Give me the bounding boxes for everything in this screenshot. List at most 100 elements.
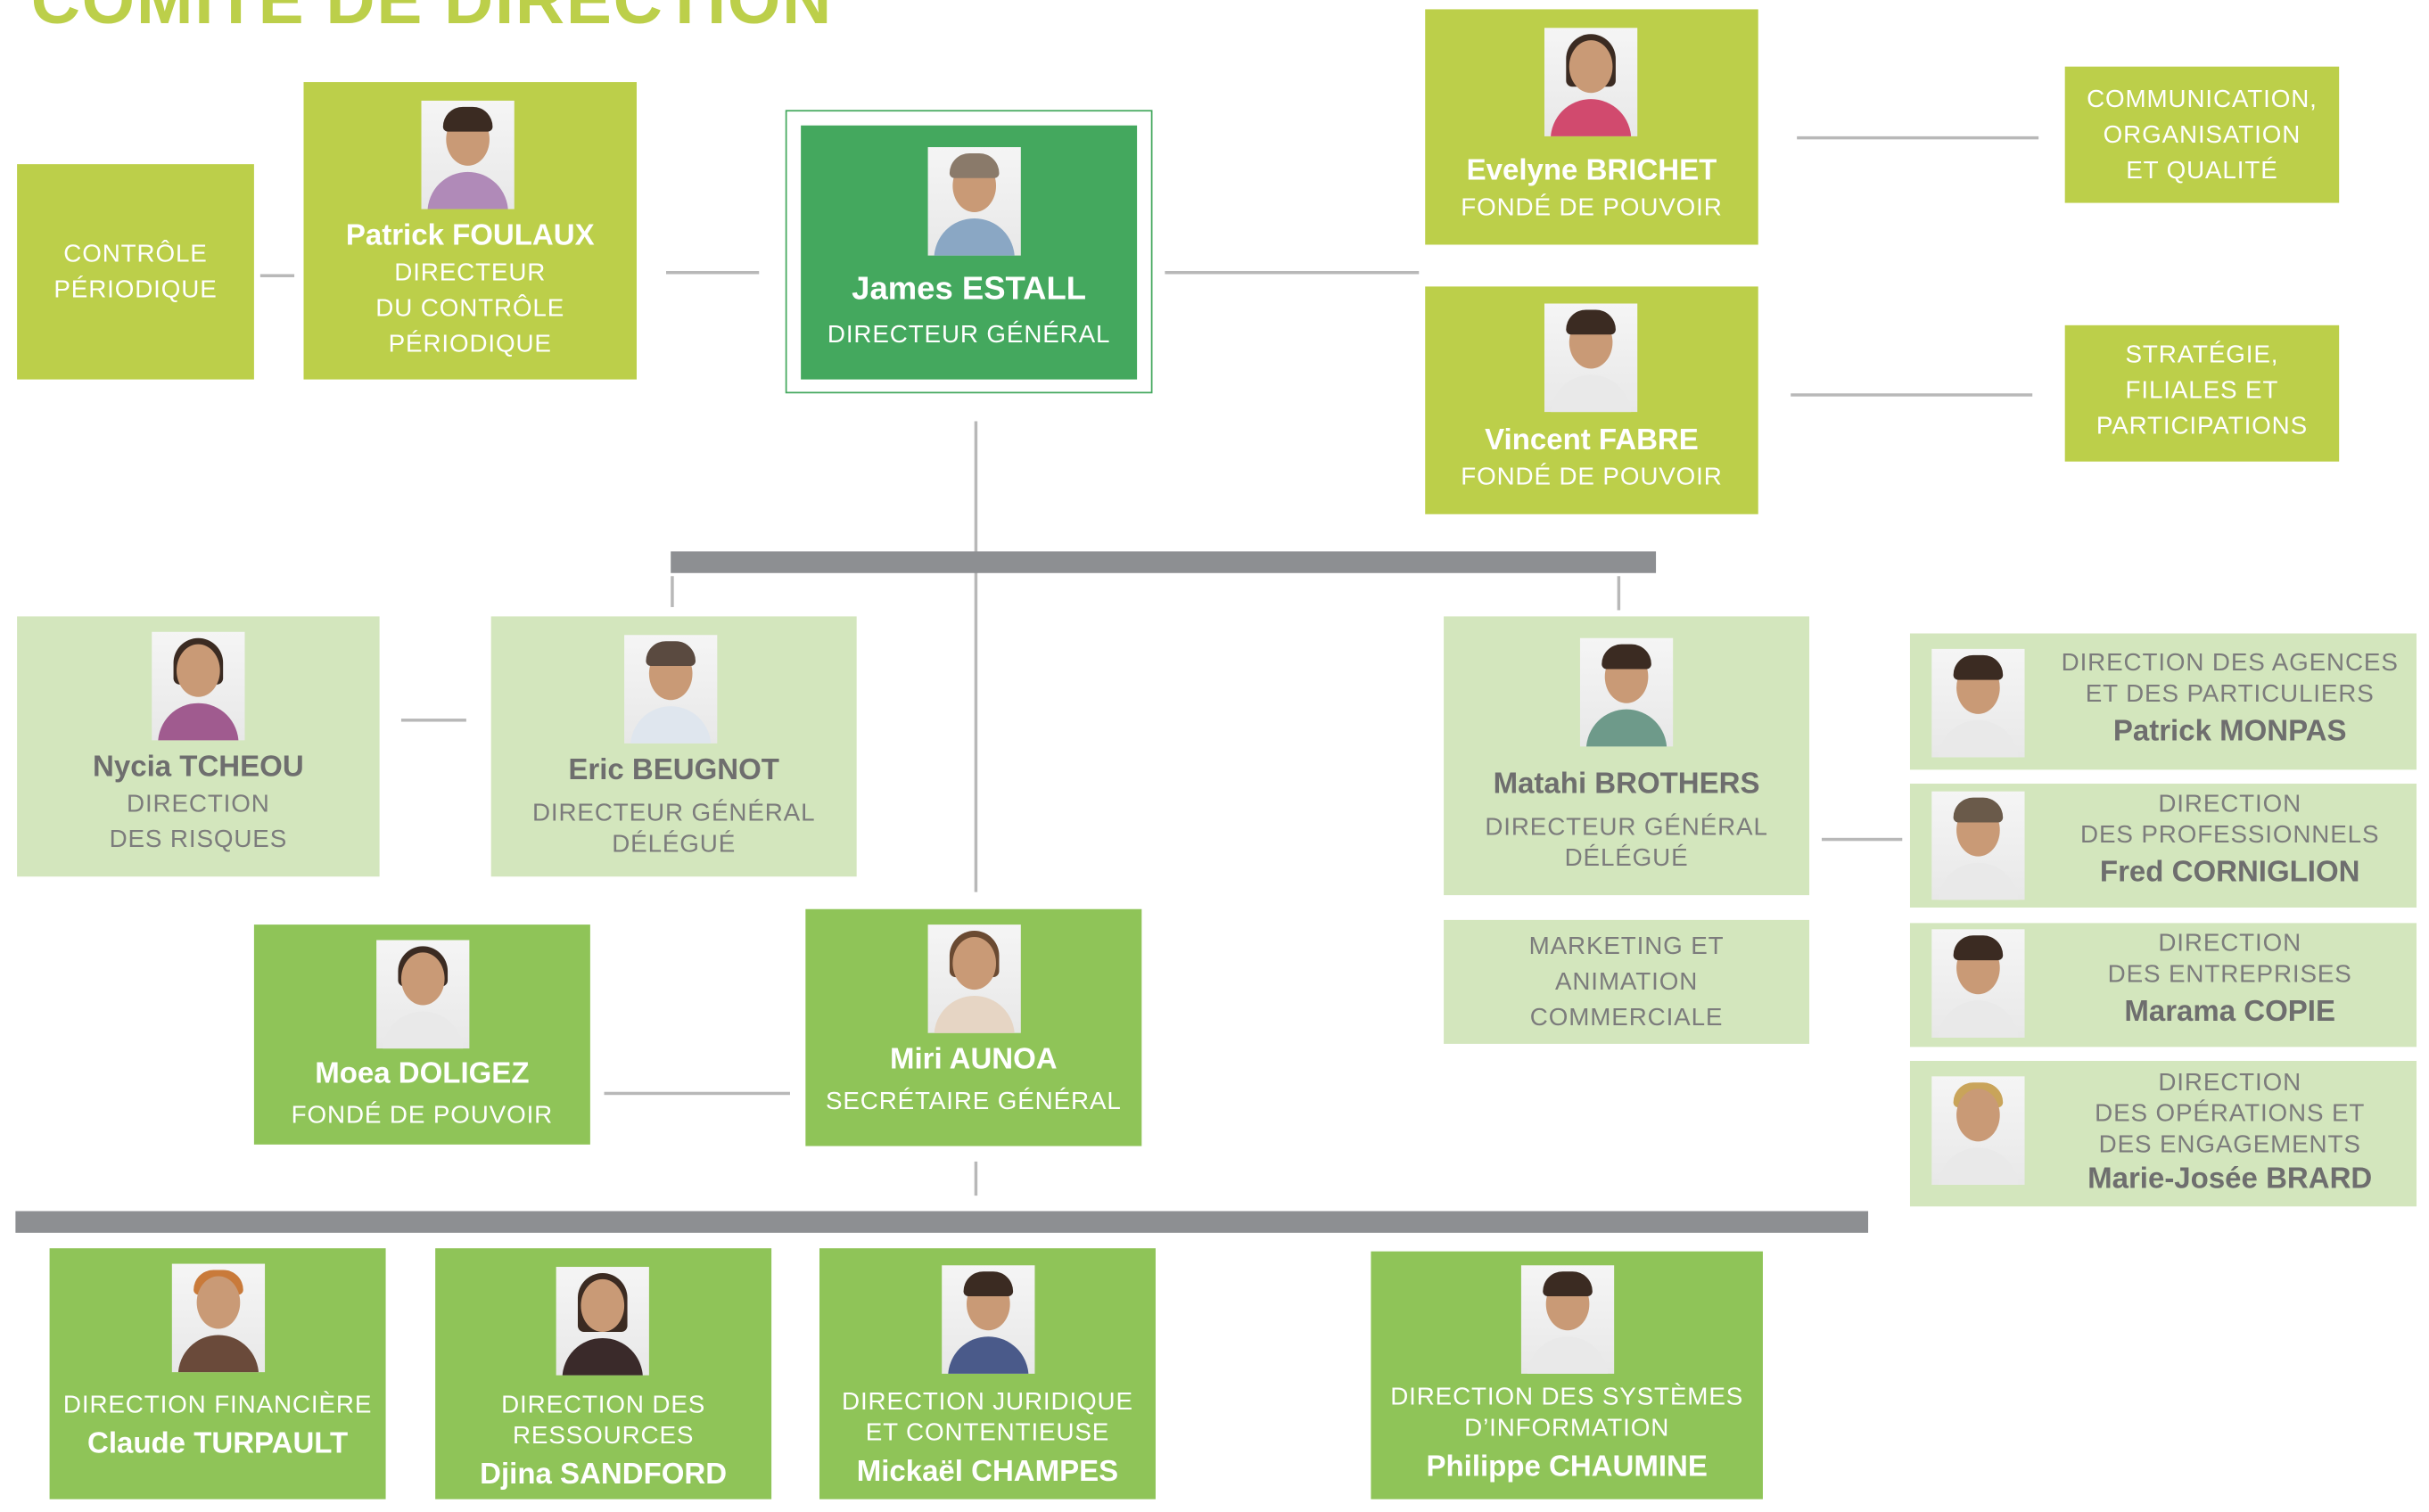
person-role: DÉLÉGUÉ	[1564, 845, 1689, 873]
person-role: DIRECTION	[2158, 791, 2302, 818]
portrait-photo	[1931, 1076, 2025, 1185]
person-role: DIRECTEUR GÉNÉRAL	[827, 322, 1111, 349]
person-name: Evelyne BRICHET	[1466, 154, 1717, 188]
card-copie: DIRECTION DES ENTREPRISES Marama COPIE	[1909, 923, 2417, 1048]
person-name: Philippe CHAUMINE	[1426, 1450, 1708, 1484]
person-name: Nycia TCHEOU	[93, 751, 304, 785]
ceo-frame	[785, 110, 1153, 394]
person-role: FONDÉ DE POUVOIR	[291, 1102, 554, 1130]
person-role: DIRECTION DES	[501, 1392, 706, 1419]
portrait-photo	[624, 635, 718, 744]
person-name: Moea DOLIGEZ	[315, 1057, 530, 1090]
person-name: Marie-Josée BRARD	[2087, 1163, 2373, 1196]
portrait-photo	[1931, 648, 2025, 758]
person-role: DIRECTION FINANCIÈRE	[62, 1392, 373, 1419]
person-name: Claude TURPAULT	[86, 1427, 349, 1461]
portrait-photo	[171, 1263, 266, 1373]
control-box: CONTRÔLE PÉRIODIQUE	[17, 164, 254, 380]
person-name: Miri AUNOA	[889, 1043, 1058, 1077]
person-name: Mickaël CHAMPES	[856, 1455, 1119, 1489]
card-estall: James ESTALL DIRECTEUR GÉNÉRAL	[801, 125, 1138, 380]
card-brothers: Matahi BROTHERS DIRECTEUR GÉNÉRAL DÉLÉGU…	[1444, 616, 1810, 896]
person-role: DES ENGAGEMENTS	[2098, 1131, 2361, 1159]
card-foulaux: Patrick FOULAUX DIRECTEUR DU CONTRÔLE PÉ…	[303, 82, 637, 380]
person-name: Patrick FOULAUX	[345, 219, 595, 253]
person-role: DIRECTION JURIDIQUE	[842, 1389, 1133, 1416]
portrait-photo	[421, 100, 515, 210]
card-aunoa: Miri AUNOA SECRÉTAIRE GÉNÉRAL	[805, 908, 1142, 1146]
unit-label: MARKETING ET	[1528, 933, 1725, 961]
strategie-box: STRATÉGIE, FILIALES ET PARTICIPATIONS	[2064, 325, 2340, 462]
portrait-photo	[1931, 929, 2025, 1038]
connector-line	[1165, 271, 1420, 274]
unit-label: STRATÉGIE,	[2125, 341, 2279, 369]
card-tcheou: Nycia TCHEOU DIRECTION DES RISQUES	[17, 616, 380, 877]
connector-line	[1797, 136, 2039, 139]
level-bar	[15, 1211, 1869, 1233]
card-monpas: DIRECTION DES AGENCES ET DES PARTICULIER…	[1909, 633, 2417, 770]
person-role: DES ENTREPRISES	[2107, 961, 2352, 989]
person-name: Marama COPIE	[2124, 996, 2336, 1029]
person-role: DIRECTION DES SYSTÈMES	[1390, 1385, 1744, 1411]
person-role: RESSOURCES	[512, 1423, 695, 1450]
unit-label: COMMERCIALE	[1529, 1005, 1724, 1031]
unit-label: PARTICIPATIONS	[2096, 413, 2308, 440]
person-role: DES OPÉRATIONS ET	[2095, 1101, 2366, 1128]
portrait-photo	[1579, 637, 1674, 747]
person-role: DÉLÉGUÉ	[612, 831, 737, 859]
connector-line	[974, 421, 977, 892]
card-sandford: DIRECTION DES RESSOURCES Djina SANDFORD	[435, 1248, 772, 1500]
unit-label: FILIALES ET	[2125, 377, 2279, 405]
connector-line	[1791, 393, 2033, 396]
person-role: DIRECTEUR	[394, 259, 547, 287]
person-name: Fred CORNIGLION	[2099, 856, 2360, 890]
person-role: DIRECTION	[127, 791, 270, 818]
person-role: DIRECTION	[2158, 1070, 2302, 1097]
person-role: PÉRIODIQUE	[388, 331, 552, 358]
card-brard: DIRECTION DES OPÉRATIONS ET DES ENGAGEME…	[1909, 1060, 2417, 1207]
person-role: DIRECTEUR GÉNÉRAL	[1485, 814, 1768, 842]
person-role: FONDÉ DE POUVOIR	[1461, 194, 1723, 222]
unit-label: ORGANISATION	[2103, 122, 2301, 149]
connector-line	[671, 576, 673, 607]
person-name: Djina SANDFORD	[480, 1459, 728, 1491]
person-role: DU CONTRÔLE	[375, 295, 565, 323]
person-name: Eric BEUGNOT	[568, 754, 779, 787]
card-chaumine: DIRECTION DES SYSTÈMES D’INFORMATION Phi…	[1371, 1251, 1763, 1500]
card-fabre: Vincent FABRE FONDÉ DE POUVOIR	[1425, 286, 1758, 514]
unit-label: COMMUNICATION,	[2087, 86, 2318, 113]
person-role: D’INFORMATION	[1464, 1415, 1670, 1442]
person-name: James ESTALL	[852, 271, 1087, 307]
portrait-photo	[942, 1265, 1035, 1374]
connector-line	[604, 1091, 790, 1095]
card-doligez: Moea DOLIGEZ FONDÉ DE POUVOIR	[253, 924, 590, 1145]
connector-line	[259, 274, 295, 277]
person-role: DIRECTION DES AGENCES	[2061, 650, 2399, 678]
person-role: SECRÉTAIRE GÉNÉRAL	[825, 1089, 1122, 1115]
person-role: DES RISQUES	[109, 826, 288, 854]
portrait-photo	[1520, 1265, 1615, 1374]
portrait-photo	[1931, 791, 2025, 900]
unit-label: ET QUALITÉ	[2126, 158, 2278, 185]
portrait-photo	[1544, 303, 1638, 413]
person-role: DIRECTION	[2158, 931, 2302, 957]
portrait-photo	[376, 940, 470, 1049]
portrait-photo	[927, 147, 1021, 256]
connector-line	[974, 1161, 977, 1196]
connector-line	[1617, 576, 1620, 611]
person-role: FONDÉ DE POUVOIR	[1461, 464, 1723, 491]
person-name: Matahi BROTHERS	[1493, 768, 1760, 801]
person-role: ET DES PARTICULIERS	[2085, 681, 2375, 708]
communication-box: COMMUNICATION, ORGANISATION ET QUALITÉ	[2064, 66, 2340, 203]
card-beugnot: Eric BEUGNOT DIRECTEUR GÉNÉRAL DÉLÉGUÉ	[490, 616, 857, 877]
card-turpault: DIRECTION FINANCIÈRE Claude TURPAULT	[49, 1248, 386, 1500]
control-label: CONTRÔLE	[63, 242, 208, 268]
portrait-photo	[1544, 28, 1638, 136]
connector-line	[1821, 837, 1903, 841]
connector-line	[665, 271, 760, 274]
page-title: COMITÉ DE DIRECTION	[30, 0, 834, 39]
person-role: ET CONTENTIEUSE	[865, 1420, 1110, 1447]
card-champes: DIRECTION JURIDIQUE ET CONTENTIEUSE Mick…	[819, 1248, 1156, 1500]
person-role: DES PROFESSIONNELS	[2080, 822, 2380, 849]
